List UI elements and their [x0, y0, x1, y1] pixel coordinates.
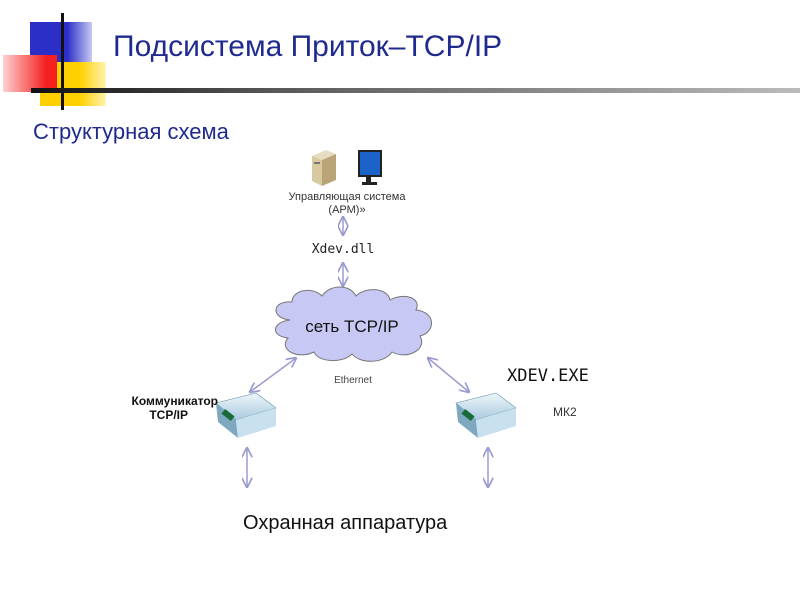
- decor-red-square: [3, 55, 57, 92]
- xdev-exe-label: XDEV.EXE: [507, 366, 589, 386]
- communicator-line2: TCP/IP: [149, 408, 188, 422]
- control-system-line2: (АРМ)»: [328, 204, 366, 216]
- communicator-label: Коммуникатор TCP/IP: [100, 394, 218, 422]
- monitor-icon: [358, 150, 382, 185]
- mk2-label: МК2: [553, 405, 577, 419]
- server-icon: [312, 150, 336, 186]
- decor-horizontal-line: [31, 88, 800, 93]
- security-equipment-label: Охранная аппаратура: [243, 512, 448, 534]
- communicator-line1: Коммуникатор: [131, 394, 218, 408]
- mk2-device-icon: [455, 392, 517, 438]
- control-system-label: Управляющая система (АРМ)»: [267, 191, 427, 217]
- arrow-network-left: [250, 358, 296, 392]
- ethernet-label: Ethernet: [334, 375, 372, 386]
- arrow-network-right: [428, 358, 469, 392]
- decor-vertical-line: [61, 13, 64, 110]
- slide-subtitle: Структурная схема: [33, 119, 229, 144]
- network-label: сеть TCP/IP: [305, 317, 399, 336]
- control-system-line1: Управляющая система: [288, 191, 406, 203]
- library-label: Xdev.dll: [311, 242, 375, 257]
- cloud-icon: [275, 286, 432, 362]
- slide-title: Подсистема Приток–TCP/IP: [113, 30, 503, 63]
- communicator-device-icon: [215, 392, 277, 438]
